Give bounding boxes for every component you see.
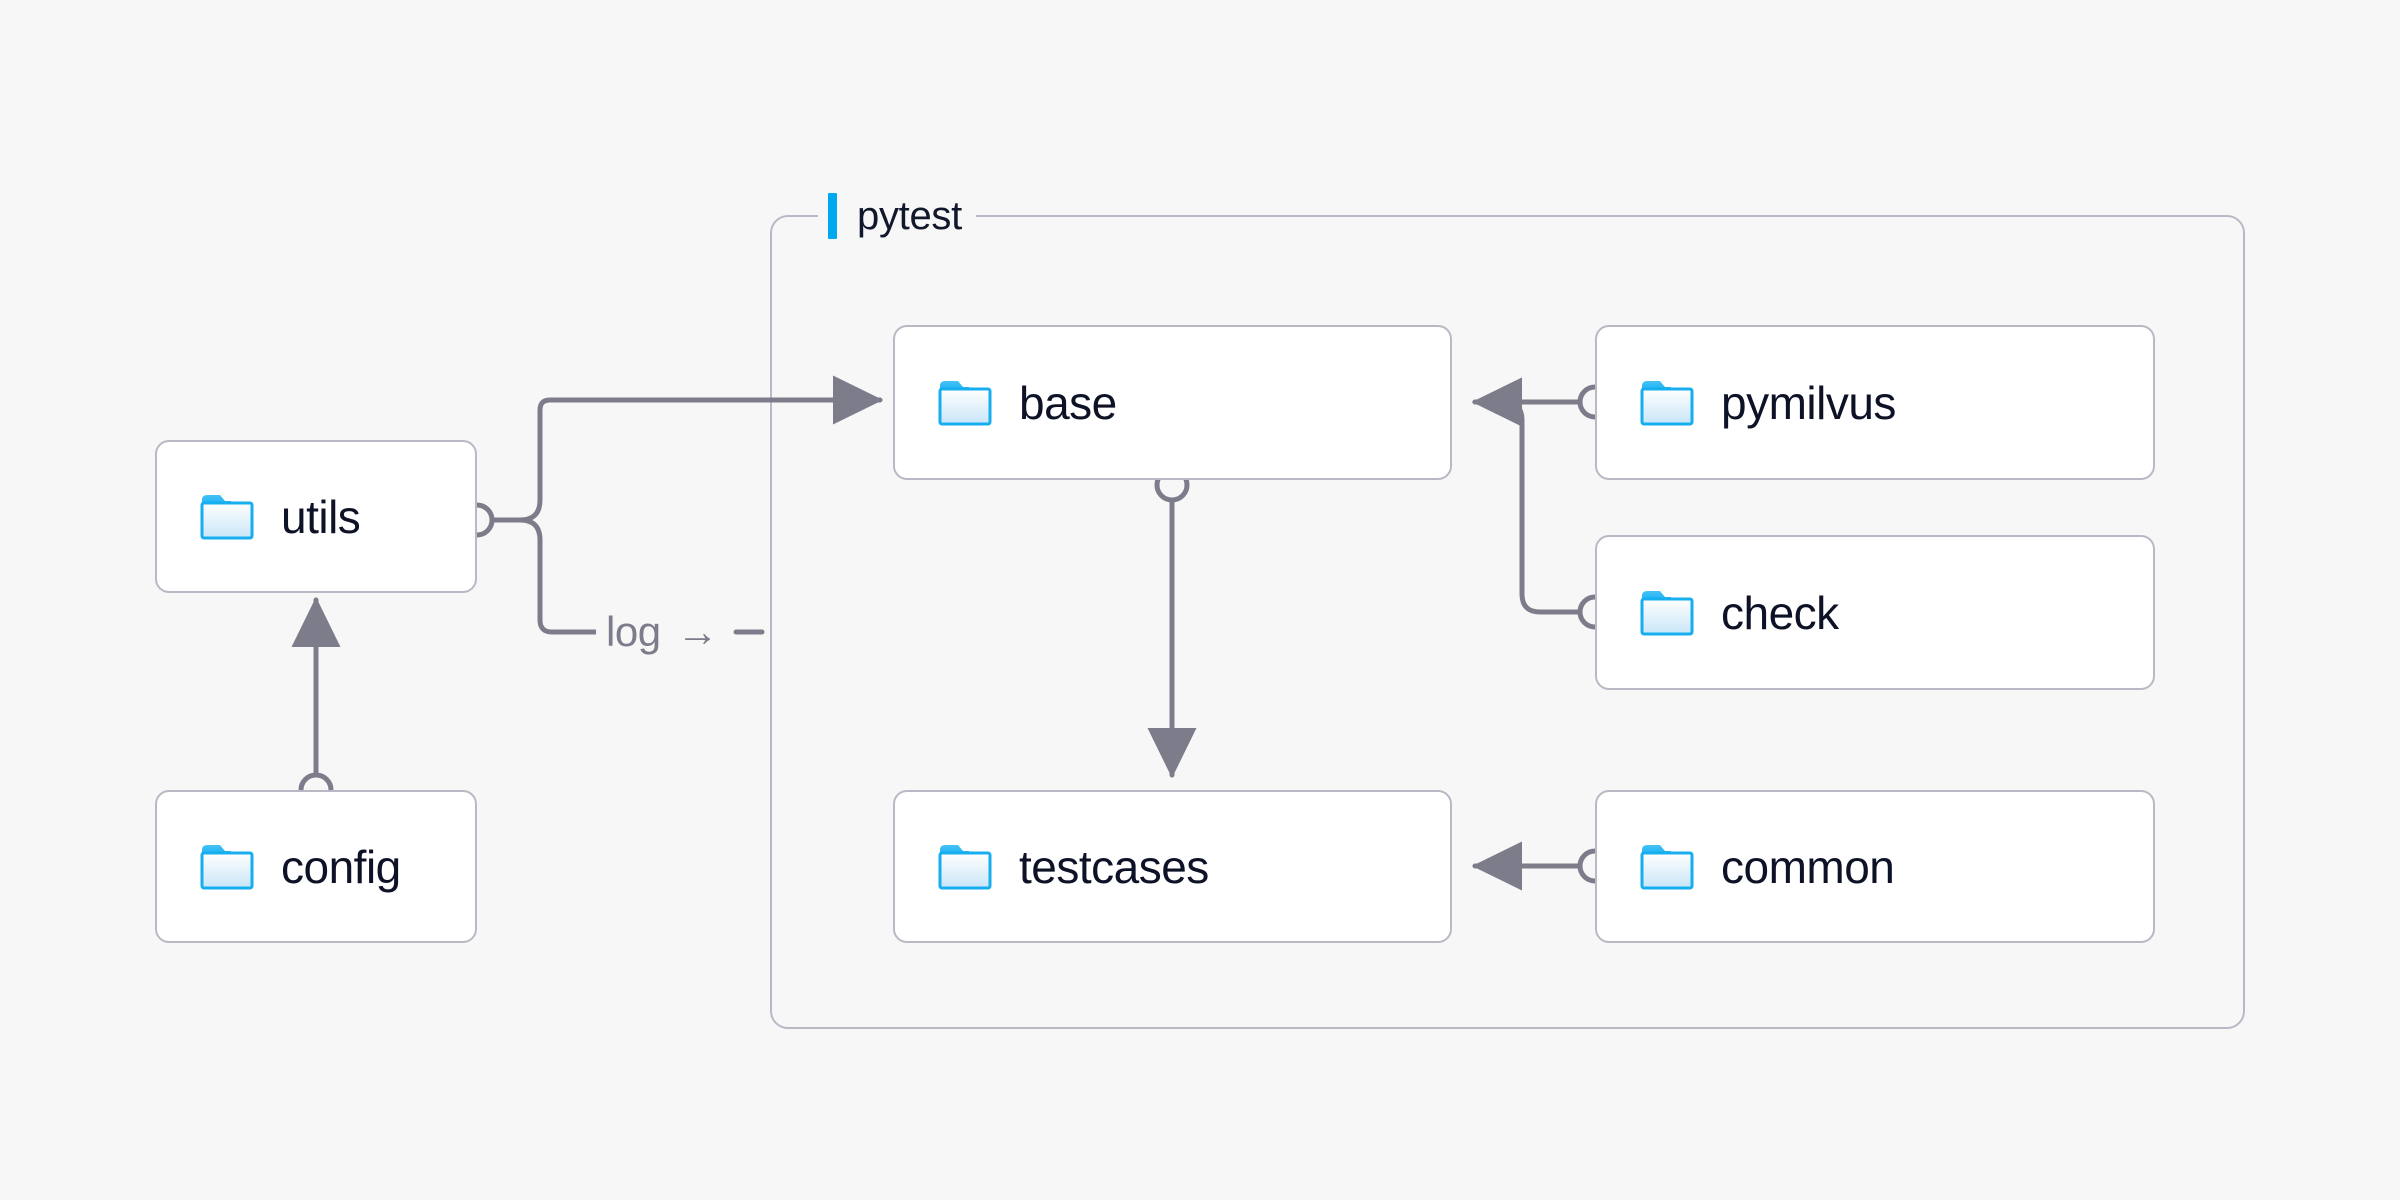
accent-bar-icon xyxy=(828,193,837,239)
edge-utils-to-base xyxy=(489,375,884,523)
group-pytest xyxy=(770,215,2245,1029)
edge-label-log-text: log xyxy=(606,608,661,655)
edge-utils-to-log xyxy=(489,517,603,635)
node-pymilvus[interactable]: pymilvus xyxy=(1595,325,2155,480)
node-check-label: check xyxy=(1721,586,1839,639)
group-pytest-label: pytest xyxy=(857,193,962,238)
folder-icon xyxy=(200,844,254,889)
node-base-label: base xyxy=(1019,376,1117,429)
folder-icon xyxy=(938,844,992,889)
node-config[interactable]: config xyxy=(155,790,477,943)
arrow-right-icon: → xyxy=(676,608,719,655)
edge-check-to-base xyxy=(1471,377,1581,615)
node-common[interactable]: common xyxy=(1595,790,2155,943)
edge-label-log: log → xyxy=(596,606,729,658)
node-base[interactable]: base xyxy=(893,325,1452,480)
group-pytest-title: pytest xyxy=(818,192,976,240)
node-utils[interactable]: utils xyxy=(155,440,477,593)
folder-icon xyxy=(1640,380,1694,425)
folder-icon xyxy=(938,380,992,425)
folder-icon xyxy=(200,494,254,539)
node-pymilvus-label: pymilvus xyxy=(1721,376,1896,429)
node-config-label: config xyxy=(281,840,401,893)
node-testcases-label: testcases xyxy=(1019,840,1209,893)
node-check[interactable]: check xyxy=(1595,535,2155,690)
node-testcases[interactable]: testcases xyxy=(893,790,1452,943)
node-utils-label: utils xyxy=(281,490,361,543)
node-common-label: common xyxy=(1721,840,1895,893)
folder-icon xyxy=(1640,844,1694,889)
folder-icon xyxy=(1640,590,1694,635)
